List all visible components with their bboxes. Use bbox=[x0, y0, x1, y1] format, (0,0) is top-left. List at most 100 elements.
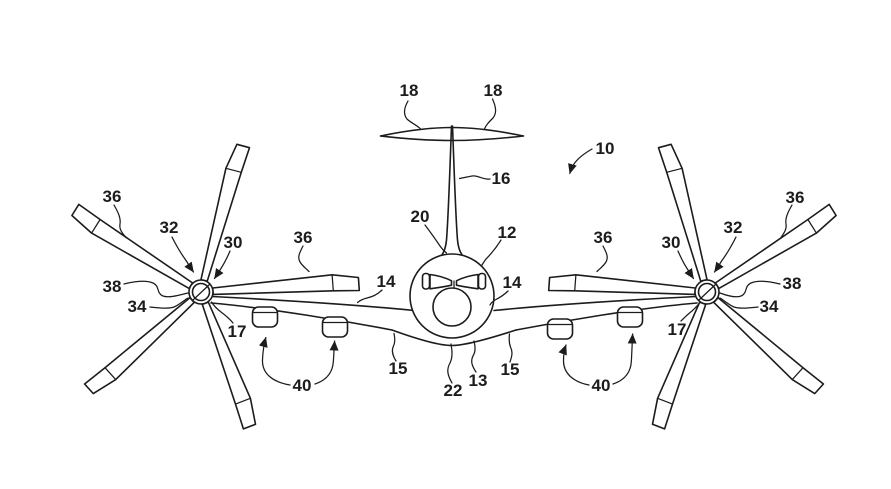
wings-group bbox=[210, 295, 698, 347]
label-38-left: 38 bbox=[103, 277, 122, 296]
label-13: 13 bbox=[469, 371, 488, 390]
windshield-pane-left bbox=[429, 273, 453, 290]
fuselage-group bbox=[409, 253, 495, 339]
leader-22 bbox=[447, 343, 453, 384]
label-18-left: 18 bbox=[400, 81, 419, 100]
right-hub-slash bbox=[698, 283, 717, 301]
leader-17-left bbox=[210, 301, 234, 324]
label-12: 12 bbox=[498, 223, 517, 242]
label-36-inner-left: 36 bbox=[294, 228, 313, 247]
label-34-right: 34 bbox=[760, 297, 779, 316]
blade-tip-chord bbox=[791, 367, 804, 381]
right-hub-inner bbox=[697, 282, 717, 302]
propeller-blade bbox=[71, 203, 194, 290]
label-18-right: 18 bbox=[484, 81, 503, 100]
left-propeller bbox=[71, 143, 361, 430]
blade-tip-chord bbox=[104, 367, 117, 381]
label-17-left: 17 bbox=[228, 322, 247, 341]
leader-14-right bbox=[489, 290, 509, 306]
leader-16 bbox=[458, 175, 491, 180]
propeller-blade bbox=[547, 274, 697, 296]
tail-group bbox=[379, 125, 525, 259]
arrow-32-left bbox=[171, 236, 195, 273]
leader-38-left bbox=[123, 280, 189, 298]
nose-circle bbox=[432, 287, 472, 327]
blade-tip-chord bbox=[225, 167, 242, 173]
arrow-10 bbox=[568, 148, 593, 175]
blade-tip-chord bbox=[90, 218, 101, 234]
leader-15-right bbox=[508, 333, 513, 363]
arrow-40-left-a bbox=[258, 336, 291, 386]
leader-36-inner-left bbox=[298, 245, 310, 273]
label-40-left: 40 bbox=[293, 376, 312, 395]
arrow-40-right-a bbox=[558, 344, 590, 386]
pod-right-inboard bbox=[546, 318, 574, 340]
arrow-40-right-b bbox=[612, 333, 637, 385]
propeller-blade bbox=[211, 274, 361, 296]
label-30-left: 30 bbox=[224, 233, 243, 252]
left-wing-lower-edge bbox=[210, 302, 393, 331]
blade-tip-chord bbox=[666, 167, 683, 173]
pod-right-outboard bbox=[616, 306, 644, 328]
leader-36-inner-right bbox=[596, 245, 608, 273]
label-36-outer-left: 36 bbox=[103, 187, 122, 206]
label-14-left: 14 bbox=[377, 272, 396, 291]
label-15-left: 15 bbox=[389, 359, 408, 378]
leader-14-left bbox=[356, 289, 383, 304]
leader-lines bbox=[113, 98, 793, 386]
leader-12 bbox=[481, 239, 502, 266]
left-wing-upper-edge bbox=[211, 295, 415, 312]
pod-left-inboard bbox=[321, 316, 349, 338]
blade-tip-chord bbox=[807, 218, 818, 234]
label-15-right: 15 bbox=[501, 360, 520, 379]
blade-tip-chord bbox=[331, 274, 334, 292]
arrow-32-right bbox=[713, 236, 737, 273]
blade-tip-chord bbox=[574, 274, 577, 292]
right-propeller bbox=[547, 143, 837, 430]
cockpit-side-window-left bbox=[421, 272, 431, 290]
leader-13 bbox=[471, 340, 477, 373]
right-wing-lower-edge bbox=[515, 302, 698, 331]
arrow-30-right bbox=[677, 250, 695, 280]
arrow-30-left bbox=[213, 250, 231, 280]
pod-left-outboard bbox=[251, 306, 279, 328]
label-22: 22 bbox=[444, 381, 463, 400]
label-38-right: 38 bbox=[783, 274, 802, 293]
label-30-right: 30 bbox=[662, 233, 681, 252]
leader-15-left bbox=[391, 332, 397, 362]
reference-numerals: 18 18 10 16 20 12 36 32 30 38 34 17 36 1… bbox=[103, 81, 805, 400]
vertical-fin-right-edge bbox=[451, 125, 466, 259]
cockpit-side-window-right bbox=[477, 272, 487, 290]
leader-17-right bbox=[680, 302, 701, 322]
label-16: 16 bbox=[492, 169, 511, 188]
leader-36-outer-left bbox=[113, 204, 127, 239]
left-hub-inner bbox=[191, 282, 211, 302]
leader-18-left bbox=[403, 100, 422, 130]
label-40-right: 40 bbox=[592, 376, 611, 395]
vertical-fin-left-edge bbox=[438, 125, 453, 259]
label-32-right: 32 bbox=[724, 218, 743, 237]
leader-38-right bbox=[719, 280, 781, 298]
arrow-40-left-b bbox=[314, 340, 339, 385]
leader-18-right bbox=[483, 98, 497, 130]
label-14-right: 14 bbox=[503, 273, 522, 292]
leader-20 bbox=[424, 224, 448, 254]
propeller-blade bbox=[714, 203, 837, 290]
leader-36-outer-right bbox=[780, 204, 793, 239]
right-wing-upper-edge bbox=[493, 295, 697, 312]
label-32-left: 32 bbox=[160, 218, 179, 237]
blade-tip-chord bbox=[656, 397, 674, 405]
leader-34-left bbox=[149, 297, 189, 309]
label-20: 20 bbox=[411, 207, 430, 226]
windshield-pane-right bbox=[455, 273, 479, 290]
label-36-inner-right: 36 bbox=[594, 228, 613, 247]
label-17-right: 17 bbox=[668, 320, 687, 339]
horizontal-stabilizer bbox=[379, 126, 525, 142]
blade-tip-chord bbox=[234, 397, 252, 405]
belly-fairing bbox=[391, 329, 517, 347]
label-10: 10 bbox=[596, 139, 615, 158]
leader-34-right bbox=[719, 297, 759, 309]
label-36-outer-right: 36 bbox=[786, 188, 805, 207]
